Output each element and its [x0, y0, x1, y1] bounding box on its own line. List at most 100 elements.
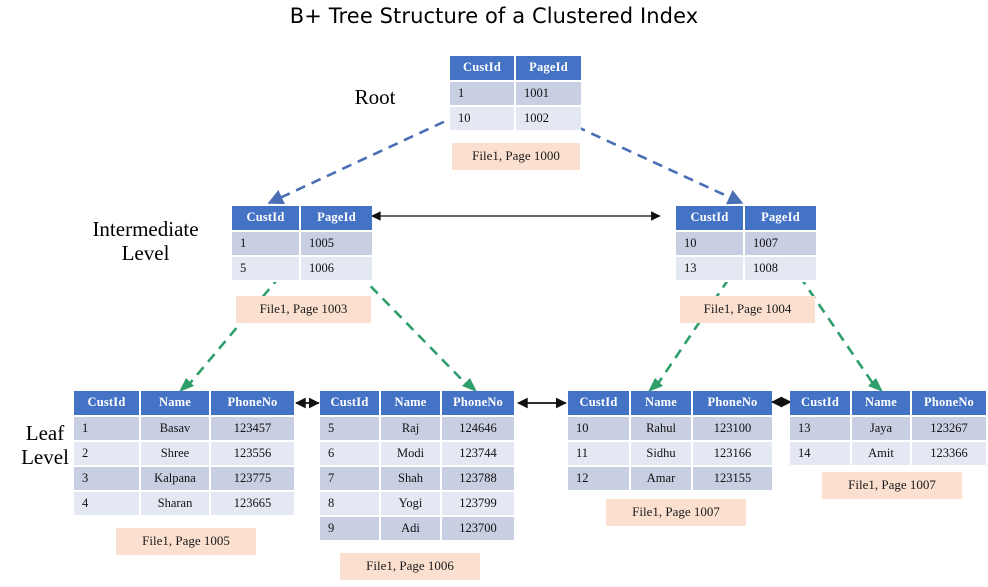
intermediate-table-2: CustId PageId 10 1007 13 1008 — [676, 206, 816, 282]
cell-phoneno: 123775 — [211, 467, 294, 492]
table-row: 5 Raj 124646 — [320, 417, 514, 442]
table-row: 14 Amit 123366 — [790, 442, 986, 467]
label-leaf-line2: Level — [21, 444, 69, 469]
page-tag-intermediate-1: File1, Page 1003 — [236, 296, 371, 323]
cell-name: Rahul — [631, 417, 693, 442]
label-intermediate-line2: Level — [121, 240, 170, 265]
page-tag-leaf-2: File1, Page 1006 — [340, 553, 480, 580]
label-root: Root — [354, 85, 396, 109]
table-row: 1 1001 — [450, 82, 581, 107]
cell-name: Sidhu — [631, 442, 693, 467]
column-header-pageid: PageId — [301, 206, 372, 232]
column-header-name: Name — [381, 391, 442, 417]
cell-phoneno: 123788 — [442, 467, 514, 492]
cell-custid: 2 — [74, 442, 141, 467]
table-row: 9 Adi 123700 — [320, 517, 514, 542]
cell-phoneno: 123744 — [442, 442, 514, 467]
column-header-custid: CustId — [74, 391, 141, 417]
table-row: 8 Yogi 123799 — [320, 492, 514, 517]
cell-custid: 6 — [320, 442, 381, 467]
table-row: 2 Shree 123556 — [74, 442, 294, 467]
cell-name: Adi — [381, 517, 442, 542]
column-header-pageid: PageId — [516, 56, 581, 82]
table-header-row: CustId PageId — [450, 56, 581, 82]
cell-pageid: 1007 — [745, 232, 816, 257]
leaf-node-1[interactable]: CustId Name PhoneNo 1 Basav 123457 2 Shr… — [74, 391, 294, 517]
intermediate-table-1: CustId PageId 1 1005 5 1006 — [232, 206, 372, 282]
table-row: 11 Sidhu 123166 — [568, 442, 772, 467]
table-row: 1 1005 — [232, 232, 372, 257]
intermediate-node-2[interactable]: CustId PageId 10 1007 13 1008 — [676, 206, 816, 282]
table-header-row: CustId Name PhoneNo — [320, 391, 514, 417]
column-header-custid: CustId — [320, 391, 381, 417]
root-table: CustId PageId 1 1001 10 1002 — [450, 56, 581, 132]
table-header-row: CustId Name PhoneNo — [790, 391, 986, 417]
arrowhead-leaf3 — [648, 378, 663, 392]
leaf-table-2: CustId Name PhoneNo 5 Raj 124646 6 Modi … — [320, 391, 514, 542]
table-row: 10 1002 — [450, 107, 581, 132]
label-leaf-line1: Leaf — [25, 421, 65, 445]
column-header-phoneno: PhoneNo — [211, 391, 294, 417]
cell-name: Sharan — [141, 492, 211, 517]
cell-pageid: 1001 — [516, 82, 581, 107]
table-row: 13 1008 — [676, 257, 816, 282]
cell-custid: 13 — [676, 257, 745, 282]
cell-pageid: 1005 — [301, 232, 372, 257]
column-header-custid: CustId — [568, 391, 631, 417]
cell-custid: 5 — [232, 257, 301, 282]
cell-name: Yogi — [381, 492, 442, 517]
column-header-name: Name — [141, 391, 211, 417]
cell-phoneno: 123166 — [693, 442, 772, 467]
table-row: 3 Kalpana 123775 — [74, 467, 294, 492]
cell-custid: 4 — [74, 492, 141, 517]
table-header-row: CustId Name PhoneNo — [568, 391, 772, 417]
label-leaf: Leaf Level — [2, 421, 88, 469]
cell-phoneno: 123665 — [211, 492, 294, 517]
table-header-row: CustId PageId — [232, 206, 372, 232]
cell-name: Shree — [141, 442, 211, 467]
table-row: 10 Rahul 123100 — [568, 417, 772, 442]
cell-custid: 13 — [790, 417, 852, 442]
cell-name: Modi — [381, 442, 442, 467]
leaf-node-3[interactable]: CustId Name PhoneNo 10 Rahul 123100 11 S… — [568, 391, 772, 492]
leaf-node-2[interactable]: CustId Name PhoneNo 5 Raj 124646 6 Modi … — [320, 391, 514, 542]
column-header-name: Name — [852, 391, 912, 417]
cell-custid: 1 — [232, 232, 301, 257]
cell-pageid: 1006 — [301, 257, 372, 282]
label-intermediate-line1: Intermediate — [92, 217, 199, 241]
label-intermediate: Intermediate Level — [58, 217, 233, 265]
table-row: 7 Shah 123788 — [320, 467, 514, 492]
cell-name: Raj — [381, 417, 442, 442]
cell-phoneno: 123556 — [211, 442, 294, 467]
arrowhead-leaf1 — [179, 378, 194, 392]
arrowhead-leaf2 — [462, 378, 477, 392]
table-row: 13 Jaya 123267 — [790, 417, 986, 442]
cell-phoneno: 124646 — [442, 417, 514, 442]
leaf-node-4[interactable]: CustId Name PhoneNo 13 Jaya 123267 14 Am… — [790, 391, 986, 467]
cell-phoneno: 123700 — [442, 517, 514, 542]
leaf-table-3: CustId Name PhoneNo 10 Rahul 123100 11 S… — [568, 391, 772, 492]
column-header-custid: CustId — [450, 56, 516, 82]
arrowhead-leaf4 — [868, 378, 883, 392]
cell-custid: 7 — [320, 467, 381, 492]
column-header-custid: CustId — [232, 206, 301, 232]
intermediate-node-1[interactable]: CustId PageId 1 1005 5 1006 — [232, 206, 372, 282]
cell-phoneno: 123100 — [693, 417, 772, 442]
column-header-phoneno: PhoneNo — [442, 391, 514, 417]
page-tag-root: File1, Page 1000 — [452, 143, 580, 170]
page-tag-leaf-1: File1, Page 1005 — [116, 528, 256, 555]
cell-custid: 14 — [790, 442, 852, 467]
table-row: 4 Sharan 123665 — [74, 492, 294, 517]
cell-custid: 5 — [320, 417, 381, 442]
cell-name: Basav — [141, 417, 211, 442]
cell-custid: 11 — [568, 442, 631, 467]
cell-name: Shah — [381, 467, 442, 492]
cell-custid: 8 — [320, 492, 381, 517]
column-header-name: Name — [631, 391, 693, 417]
column-header-phoneno: PhoneNo — [693, 391, 772, 417]
table-row: 5 1006 — [232, 257, 372, 282]
root-node[interactable]: CustId PageId 1 1001 10 1002 — [450, 56, 581, 132]
page-tag-intermediate-2: File1, Page 1004 — [680, 296, 815, 323]
page-tag-leaf-3: File1, Page 1007 — [606, 499, 746, 526]
